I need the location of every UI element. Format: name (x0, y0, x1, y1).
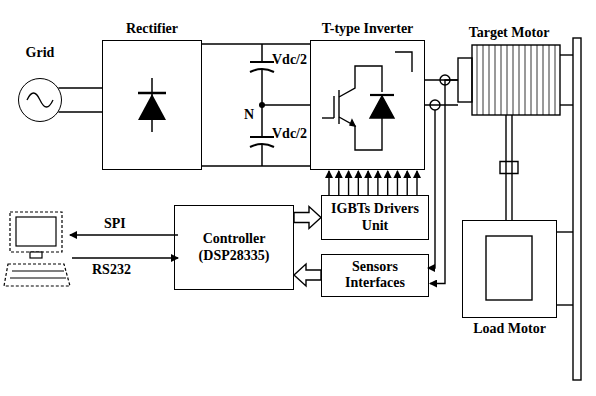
sensor-box: Sensors Interfaces (321, 254, 429, 297)
connector (202, 44, 310, 166)
node-label: Sensors Interfaces (322, 259, 428, 291)
connector-line (338, 171, 339, 195)
signal-name: RS232 (92, 262, 131, 278)
connector-line (430, 80, 458, 284)
load-motor: Load Motor (462, 220, 557, 318)
signal-arrow (70, 234, 178, 235)
connector-line (407, 171, 408, 195)
voltage-label: Vdc/2 (272, 52, 307, 68)
node-heading: Load Motor (473, 321, 546, 337)
motor-drawing (458, 45, 573, 115)
signal-name: SPI (104, 216, 126, 232)
connector (329, 171, 417, 195)
node-label: Controller (DSP28335) (175, 231, 293, 263)
connector-line (294, 264, 321, 286)
node-heading: T-type Inverter (322, 21, 414, 37)
connector-line (500, 115, 518, 220)
node-label: IGBTs Drivers Unit (322, 201, 428, 233)
diode-symbol (138, 78, 166, 132)
mounting-rail (573, 38, 581, 380)
sensor-line (428, 110, 435, 268)
connector-line (367, 171, 368, 195)
target-motor: Target Motor (458, 45, 560, 115)
load-motor-drawing (486, 232, 573, 305)
grid-source: Grid (18, 78, 62, 122)
connector (425, 80, 458, 105)
sine-symbol (27, 93, 53, 107)
capacitor-symbol (250, 44, 310, 166)
node-heading: Grid (26, 45, 55, 61)
connector-line (348, 171, 349, 195)
signal-arrow (72, 257, 178, 258)
node-heading: Target Motor (469, 25, 550, 41)
connector-line (425, 80, 458, 105)
connector (430, 80, 458, 284)
driver-box: IGBTs Drivers Unit (321, 195, 429, 240)
controller-box: Controller (DSP28335) (174, 205, 294, 290)
connector-line (294, 207, 321, 229)
connector-line (58, 88, 102, 112)
connector-line (328, 171, 329, 195)
connector (294, 207, 321, 229)
rectifier-box: Rectifier (102, 40, 202, 170)
neutral-dot (259, 102, 265, 108)
node-heading: Rectifier (126, 21, 178, 37)
connector-line (416, 171, 417, 195)
connector-line (377, 171, 378, 195)
computer-icon (4, 212, 70, 286)
igbt-symbol (322, 52, 412, 150)
inverter-box: T-type Inverter (310, 40, 425, 170)
connector (58, 88, 102, 112)
voltage-label: Vdc/2 (272, 126, 307, 142)
connector-line (387, 171, 388, 195)
connector (294, 264, 321, 286)
connector-line (397, 171, 398, 195)
connector-line (202, 44, 310, 166)
connector (500, 115, 518, 220)
node-label: N (244, 107, 254, 123)
connector-line (358, 171, 359, 195)
